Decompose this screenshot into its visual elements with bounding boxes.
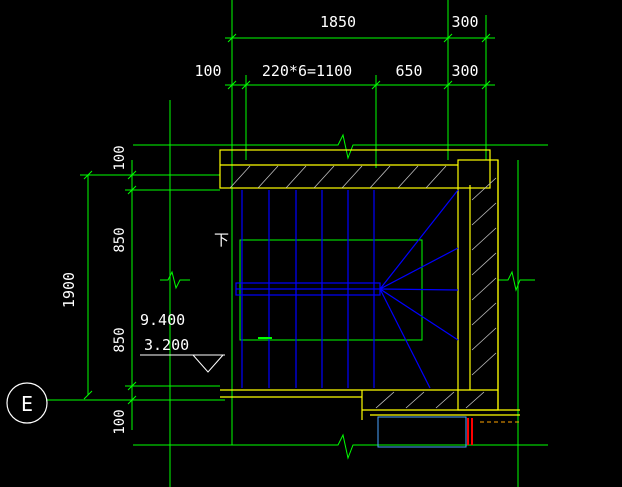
dim-upper-flight: 850 [112, 227, 128, 252]
direction-label: 下 [214, 231, 229, 249]
dim-total-height: 1900 [60, 272, 78, 308]
dim-top-wall: 100 [112, 145, 128, 170]
dim-treads: 220*6=1100 [262, 62, 352, 80]
stair-flight [235, 189, 459, 389]
wall-hatch [229, 165, 497, 409]
dim-landing: 650 [395, 62, 422, 80]
dim-right-inner: 300 [451, 62, 478, 80]
dimension-lines [46, 0, 548, 487]
grid-axis-bubble [6, 382, 48, 424]
grid-axis-label: E [21, 392, 33, 416]
dim-bottom-wall: 100 [112, 409, 128, 434]
dim-left-offset: 100 [194, 62, 221, 80]
elevation-bottom: 3.200 [144, 336, 189, 354]
dim-overall-width: 1850 [320, 13, 356, 31]
dim-right-outer: 300 [451, 13, 478, 31]
dim-lower-flight: 850 [112, 327, 128, 352]
walls [219, 149, 520, 420]
elevation-marker [140, 354, 225, 373]
accent-marks [258, 337, 520, 448]
elevation-top: 9.400 [140, 311, 185, 329]
